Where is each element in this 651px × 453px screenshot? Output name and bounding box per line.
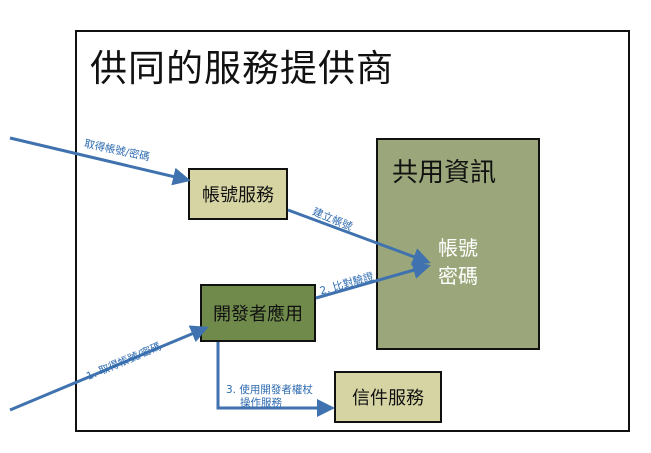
arrow-compare-verify xyxy=(315,261,431,300)
mail-service-label: 信件服務 xyxy=(352,388,424,409)
edge-label-use-dev-permission-1: 3. 使用開發者權杖 xyxy=(226,384,313,396)
mail-service-box: 信件服務 xyxy=(334,371,442,423)
shared-info-password: 密碼 xyxy=(438,264,478,288)
arrow-get-account-top xyxy=(9,136,191,186)
shared-info-title: 共用資訊 xyxy=(392,158,497,188)
arrow-establish-account xyxy=(287,208,431,266)
account-service-box: 帳號服務 xyxy=(188,168,288,220)
arrow-use-dev-permission xyxy=(216,342,335,417)
developer-app-label: 開發者應用 xyxy=(213,304,303,325)
shared-info-account: 帳號 xyxy=(438,236,478,260)
developer-app-box: 開發者應用 xyxy=(200,284,316,342)
diagram-title: 供同的服務提供商 xyxy=(90,47,394,90)
shared-info-box: 共用資訊 帳號 密碼 xyxy=(376,138,540,350)
arrow-get-account-bottom xyxy=(9,325,209,412)
account-service-label: 帳號服務 xyxy=(202,185,274,206)
edge-label-use-dev-permission-2: 操作服務 xyxy=(240,397,282,409)
